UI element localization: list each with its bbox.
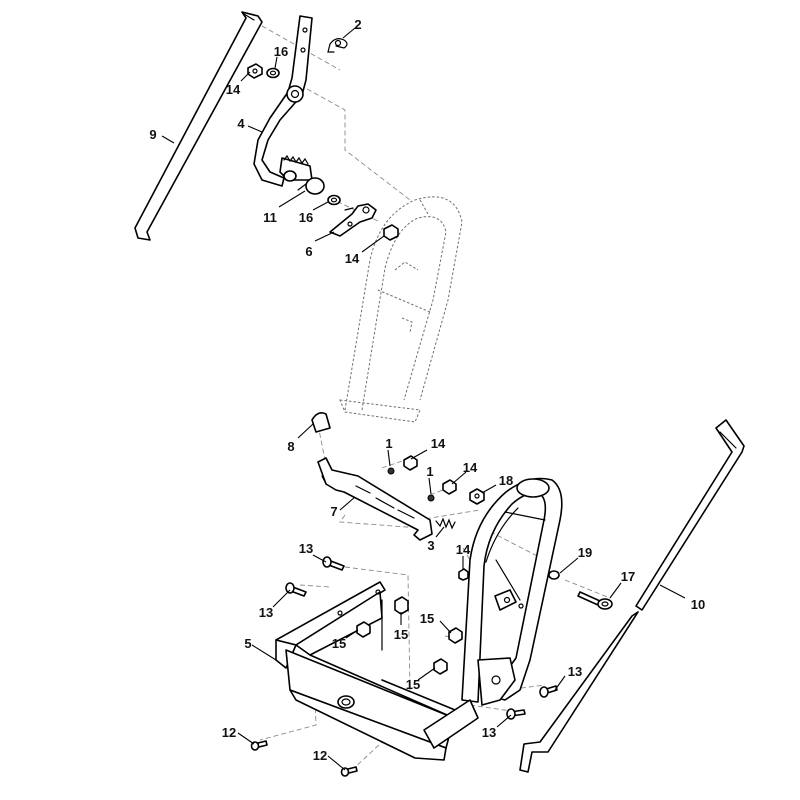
bolt-part-13-d: [506, 708, 526, 720]
callout-16-lower: 16: [299, 210, 313, 225]
pawl-part-6: [329, 203, 377, 237]
pin-part-1-a: [387, 467, 395, 475]
lever-arm-part-4: [253, 15, 313, 187]
callout-15-a: 15: [394, 627, 408, 642]
nut-part-14-top: [247, 63, 263, 79]
callout-13-d: 13: [482, 725, 496, 740]
callout-12-a: 12: [222, 725, 236, 740]
spring-clip-part-5: [327, 38, 348, 53]
callout-6: 6: [305, 244, 312, 259]
callout-5: 2: [354, 17, 361, 32]
callout-12-b: 12: [313, 748, 327, 763]
frame-handle: [461, 477, 563, 706]
callout-15-c: 15: [420, 611, 434, 626]
callout-3: 5: [244, 636, 251, 651]
callout-15-b: 15: [332, 636, 346, 651]
assembly-lines: [254, 21, 611, 771]
nut-part-15-b: [356, 621, 371, 638]
callout-4: 4: [237, 116, 245, 131]
nut-part-15-c: [448, 627, 463, 644]
nut-part-14-mid: [383, 224, 399, 241]
callout-13-a: 13: [299, 541, 313, 556]
callout-14-e: 14: [456, 542, 471, 557]
cap-part-8: [311, 412, 331, 433]
nut-part-15-a: [394, 596, 409, 615]
base-bracket-part-3: [275, 581, 479, 761]
control-rod-part-9: [134, 11, 263, 241]
slotted-bracket-part-7: [317, 457, 433, 541]
callout-13-c: 13: [568, 664, 582, 679]
bolt-part-13-c: [539, 685, 558, 698]
callout-10: 10: [691, 597, 705, 612]
nut-part-15-d: [433, 658, 448, 675]
callout-13-b: 13: [259, 605, 273, 620]
washer-part-19: [548, 570, 560, 580]
callout-1-b: 1: [426, 464, 433, 479]
callout-11: 11: [263, 210, 277, 225]
callout-labels: 2 16 14 9 4 11 16 6 14 8 1 14 1 14 18 7 …: [149, 17, 705, 763]
knob-part-11: [297, 177, 325, 195]
callout-14-top: 14: [226, 82, 241, 97]
phantom-frame: [339, 196, 463, 423]
callout-14-c: 14: [431, 436, 446, 451]
leader-lines: [161, 27, 686, 771]
callout-9: 9: [149, 127, 156, 142]
nut-part-14-e: [458, 568, 469, 581]
callout-8: 8: [287, 439, 294, 454]
bolt-part-12-a: [250, 740, 268, 751]
nut-part-14-c: [403, 455, 418, 471]
pin-part-1-b: [427, 494, 435, 502]
spring-part-2: [435, 517, 456, 530]
callout-14-mid: 14: [345, 251, 360, 266]
callout-14-d: 14: [463, 460, 478, 475]
callout-7: 7: [330, 504, 337, 519]
bolt-part-13-b: [285, 582, 307, 597]
callout-16-top: 16: [274, 44, 288, 59]
washer-part-16-lower: [327, 194, 341, 206]
shift-rod-part-10: [519, 419, 745, 773]
callout-15-d: 15: [406, 677, 420, 692]
callout-18: 18: [499, 473, 513, 488]
bolt-part-13-a: [322, 556, 345, 571]
callout-1-a: 1: [385, 436, 392, 451]
callout-19: 19: [578, 545, 592, 560]
nut-part-18: [469, 488, 485, 505]
callout-2: 3: [427, 538, 434, 553]
bolt-part-12-b: [340, 766, 358, 777]
eye-bolt-part-17: [577, 591, 613, 610]
washer-part-16-top: [266, 67, 280, 79]
callout-17: 17: [621, 569, 635, 584]
